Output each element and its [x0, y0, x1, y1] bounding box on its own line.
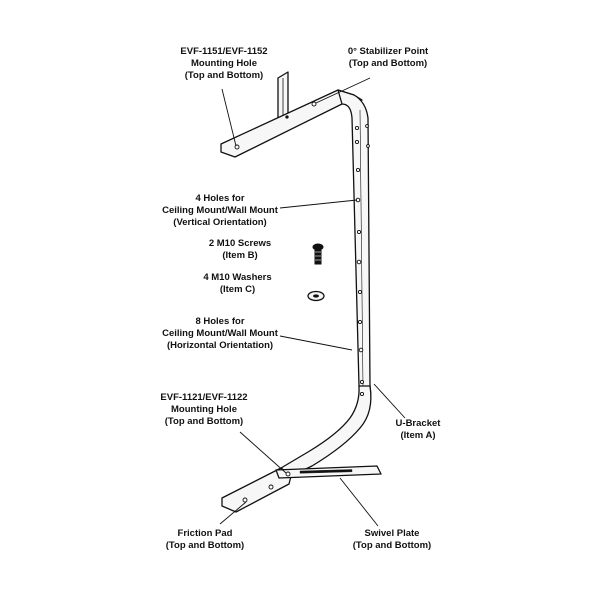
- label-line: Ceiling Mount/Wall Mount: [162, 328, 278, 339]
- label-line: Mounting Hole: [171, 404, 237, 415]
- swivel-slot: [299, 469, 353, 474]
- label-evf-1121-mounting-hole: EVF-1121/EVF-1122 Mounting Hole (Top and…: [129, 392, 279, 428]
- label-line: (Top and Bottom): [352, 540, 432, 551]
- label-u-bracket: U-Bracket (Item A): [378, 418, 458, 442]
- label-line: (Item C): [219, 284, 256, 295]
- label-line: 4 Holes for: [195, 193, 245, 204]
- label-swivel-plate: Swivel Plate (Top and Bottom): [337, 528, 447, 552]
- label-line: (Vertical Orientation): [173, 217, 267, 228]
- label-line: U-Bracket: [395, 418, 441, 429]
- label-stabilizer-point: 0° Stabilizer Point (Top and Bottom): [323, 46, 453, 70]
- label-line: EVF-1121/EVF-1122: [160, 392, 248, 403]
- label-line: EVF-1151/EVF-1152: [180, 46, 268, 57]
- label-line: (Item B): [222, 250, 258, 261]
- label-m10-washers: 4 M10 Washers (Item C): [180, 272, 295, 296]
- label-line: 8 Holes for: [195, 316, 245, 327]
- label-m10-screws: 2 M10 Screws (Item B): [185, 238, 295, 262]
- label-line: Friction Pad: [177, 528, 233, 539]
- vertical-bar: [337, 89, 372, 415]
- leader-lines: [219, 77, 406, 527]
- label-line: (Horizontal Orientation): [166, 340, 274, 351]
- label-line: Swivel Plate: [364, 528, 420, 539]
- label-line: 0° Stabilizer Point: [347, 46, 429, 57]
- label-line: Mounting Hole: [191, 58, 257, 69]
- label-line: (Top and Bottom): [348, 58, 428, 69]
- label-line: (Item A): [400, 430, 436, 441]
- label-vertical-holes: 4 Holes for Ceiling Mount/Wall Mount (Ve…: [140, 193, 300, 229]
- m10-screw: [312, 243, 324, 265]
- label-line: 4 M10 Washers: [203, 272, 272, 283]
- label-line: (Top and Bottom): [164, 416, 244, 427]
- label-evf-1151-mounting-hole: EVF-1151/EVF-1152 Mounting Hole (Top and…: [149, 46, 299, 82]
- label-friction-pad: Friction Pad (Top and Bottom): [150, 528, 260, 552]
- label-line: Ceiling Mount/Wall Mount: [162, 205, 278, 216]
- m10-washer: [307, 290, 325, 302]
- lower-curve: [280, 385, 372, 477]
- label-line: 2 M10 Screws: [208, 238, 272, 249]
- label-horizontal-holes: 8 Holes for Ceiling Mount/Wall Mount (Ho…: [140, 316, 300, 352]
- label-line: (Top and Bottom): [165, 540, 245, 551]
- bracket-holes: [354, 124, 370, 397]
- label-line: (Top and Bottom): [184, 70, 264, 81]
